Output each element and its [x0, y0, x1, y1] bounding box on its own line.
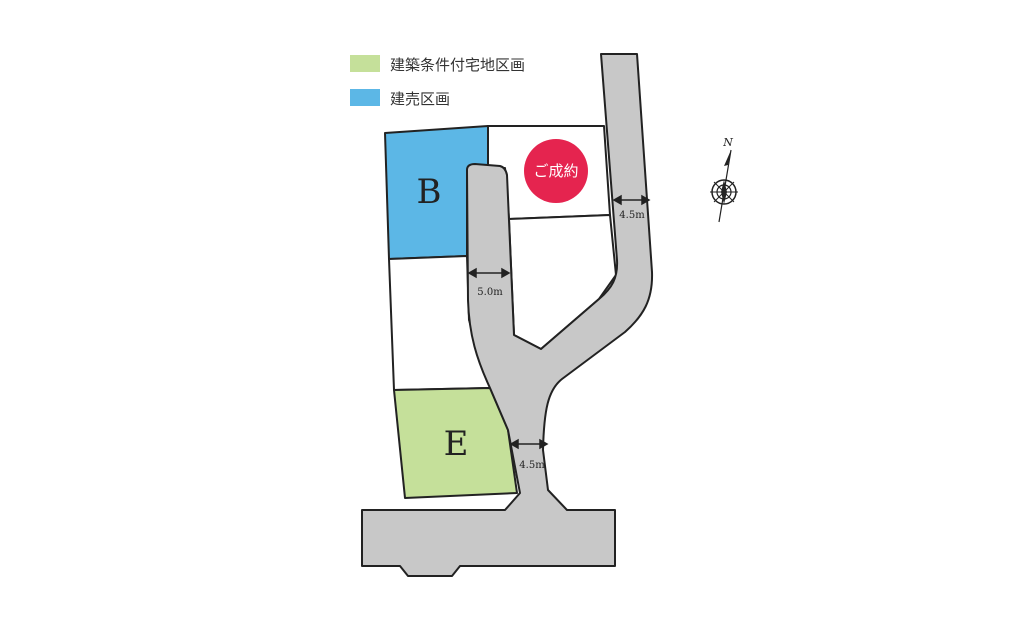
- roads: [361, 53, 654, 577]
- width-marker-top-right: [612, 194, 651, 206]
- lot-e-label: E: [444, 424, 469, 464]
- legend-swatch-for-sale: [350, 89, 380, 106]
- width-label-middle: 5.0m: [477, 287, 503, 298]
- legend-swatch-building-condition: [350, 55, 380, 72]
- legend-label-building-condition: 建築条件付宅地区画: [390, 56, 525, 74]
- north-compass-icon: [710, 149, 738, 223]
- legend: 建築条件付宅地区画 建売区画: [350, 55, 525, 108]
- width-marker-middle: [467, 267, 511, 279]
- lot-b-label: B: [417, 172, 442, 212]
- legend-label-for-sale: 建売区画: [390, 90, 450, 108]
- sold-badge: ご成約: [524, 139, 588, 203]
- sold-badge-circle: [524, 139, 588, 203]
- width-label-top-right: 4.5m: [619, 210, 645, 221]
- width-label-bottom: 4.5m: [519, 460, 545, 471]
- compass-north-label: N: [722, 136, 733, 149]
- lot-e[interactable]: [393, 387, 518, 499]
- sold-badge-label: ご成約: [533, 162, 578, 180]
- road-network: [361, 53, 654, 577]
- width-marker-bottom: [509, 438, 549, 450]
